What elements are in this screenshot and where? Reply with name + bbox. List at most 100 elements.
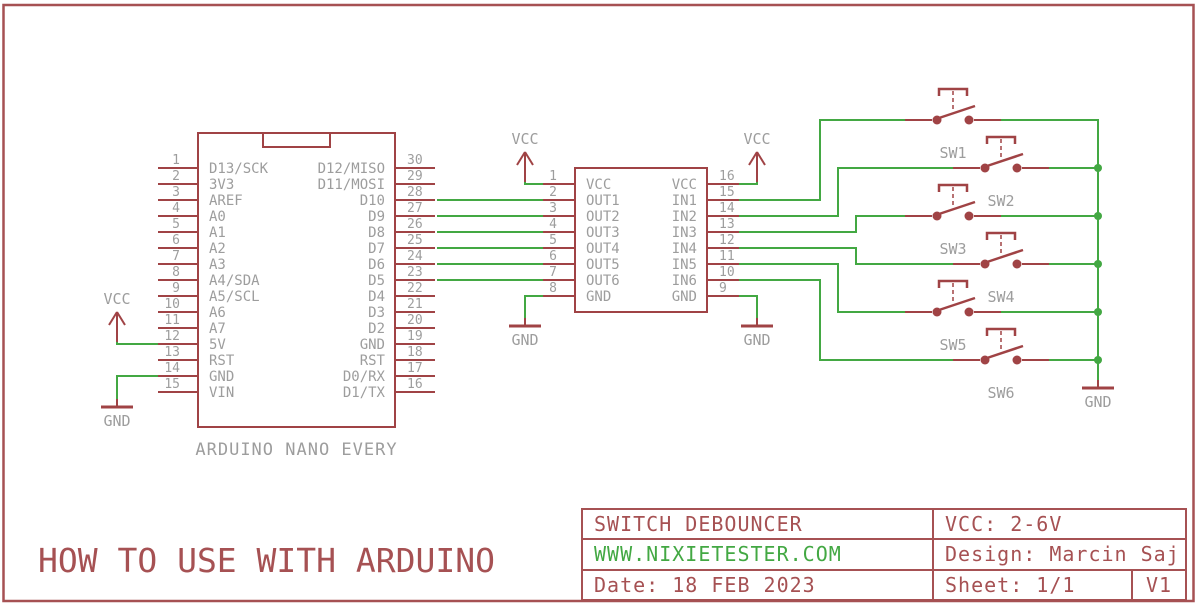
switch-contact-icon [1012,355,1022,365]
pin-label: OUT4 [586,241,620,257]
pin-label: A0 [209,209,226,225]
pin-number: 5 [549,233,557,248]
pin-label: IN3 [672,225,697,241]
pin-number: 14 [719,201,735,216]
pin-label: A6 [209,305,226,321]
wire [1001,119,1099,380]
pin-number: 6 [549,249,557,264]
switch-actuator-icon [983,248,1024,265]
switch-actuator-icon [935,296,976,313]
pin-number: 23 [407,265,423,280]
switch-sw2: SW2 [953,135,1049,210]
title-block: SWITCH DEBOUNCER VCC: 2-6V WWW.NIXIETEST… [581,508,1187,601]
title-block-sheet: Sheet: 1/1 [932,570,1131,599]
pin-number: 2 [549,185,557,200]
pin-number: 4 [172,201,180,216]
junction-dot [1094,164,1102,172]
pin-label: D7 [368,241,385,257]
pin-label: GND [586,289,611,305]
switch-sw5: SW5 [905,279,1001,354]
arduino-symbol: 1D13/SCK23V33AREF4A05A16A27A38A4/SDA9A5/… [158,132,435,460]
switch-sw4: SW4 [953,231,1049,306]
title-block-row-2: WWW.NIXIETESTER.COM Design: Marcin Saj [583,538,1185,569]
switch-cap-icon [985,231,1017,240]
arduino-symbol-pin-4: 4A0 [158,201,226,225]
arduino-symbol-pin-8: 8A4/SDA [158,265,260,289]
switch-label: SW2 [987,192,1014,210]
wire [524,182,543,185]
pin-number: 20 [407,313,423,328]
pin-number: 10 [164,297,180,312]
pin-label: IN1 [672,193,697,209]
pin-number: 29 [407,169,423,184]
pin-label: OUT3 [586,225,620,241]
pin-number: 7 [172,249,180,264]
pin-number: 2 [172,169,180,184]
switch-sw3: SW3 [905,183,1001,258]
pin-number: 3 [172,185,180,200]
page-title: HOW TO USE WITH ARDUINO [38,541,495,580]
power-symbols: VCC GND VCC GND VCC GND GND [101,130,1114,430]
pin-label: D8 [368,225,385,241]
pin-label: D9 [368,209,385,225]
vcc-symbol: VCC [743,130,771,182]
arduino-symbol-pin-7: 7A3 [158,249,226,273]
pin-number: 26 [407,217,423,232]
pin-label: OUT6 [586,273,620,289]
title-block-vcc-range: VCC: 2-6V [932,510,1185,539]
gnd-symbol: GND [1082,380,1114,411]
wire [739,295,758,318]
pin-number: 16 [407,377,423,392]
pin-label: D10 [360,193,385,209]
pin-label: VCC [586,177,611,193]
pin-number: 1 [172,153,180,168]
wire [739,279,953,361]
vcc-symbol: VCC [103,290,131,342]
pin-label: VIN [209,385,234,401]
wire [116,342,158,345]
switch-cap-icon [937,279,969,288]
switch-actuator-icon [983,152,1024,169]
pin-label: D2 [368,321,385,337]
pin-label: A1 [209,225,226,241]
title-block-date: Date: 18 FEB 2023 [594,572,816,597]
pin-label: GND [209,369,234,385]
pin-number: 14 [164,361,180,376]
arduino-symbol-box [197,132,396,428]
gnd-label: GND [103,412,130,430]
pin-label: GND [360,337,385,353]
switch-sw6: SW6 [953,327,1049,402]
switch-sw1: SW1 [905,87,1001,162]
pin-number: 3 [549,201,557,216]
pin-number: 15 [164,377,180,392]
gnd-symbol: GND [509,318,541,349]
pin-number: 11 [719,249,735,264]
pin-label: IN2 [672,209,697,225]
pin-label: A3 [209,257,226,273]
pin-number: 9 [172,281,180,296]
switch-contact-icon [964,211,974,221]
title-block-design: Design: Marcin Saj [932,540,1185,569]
